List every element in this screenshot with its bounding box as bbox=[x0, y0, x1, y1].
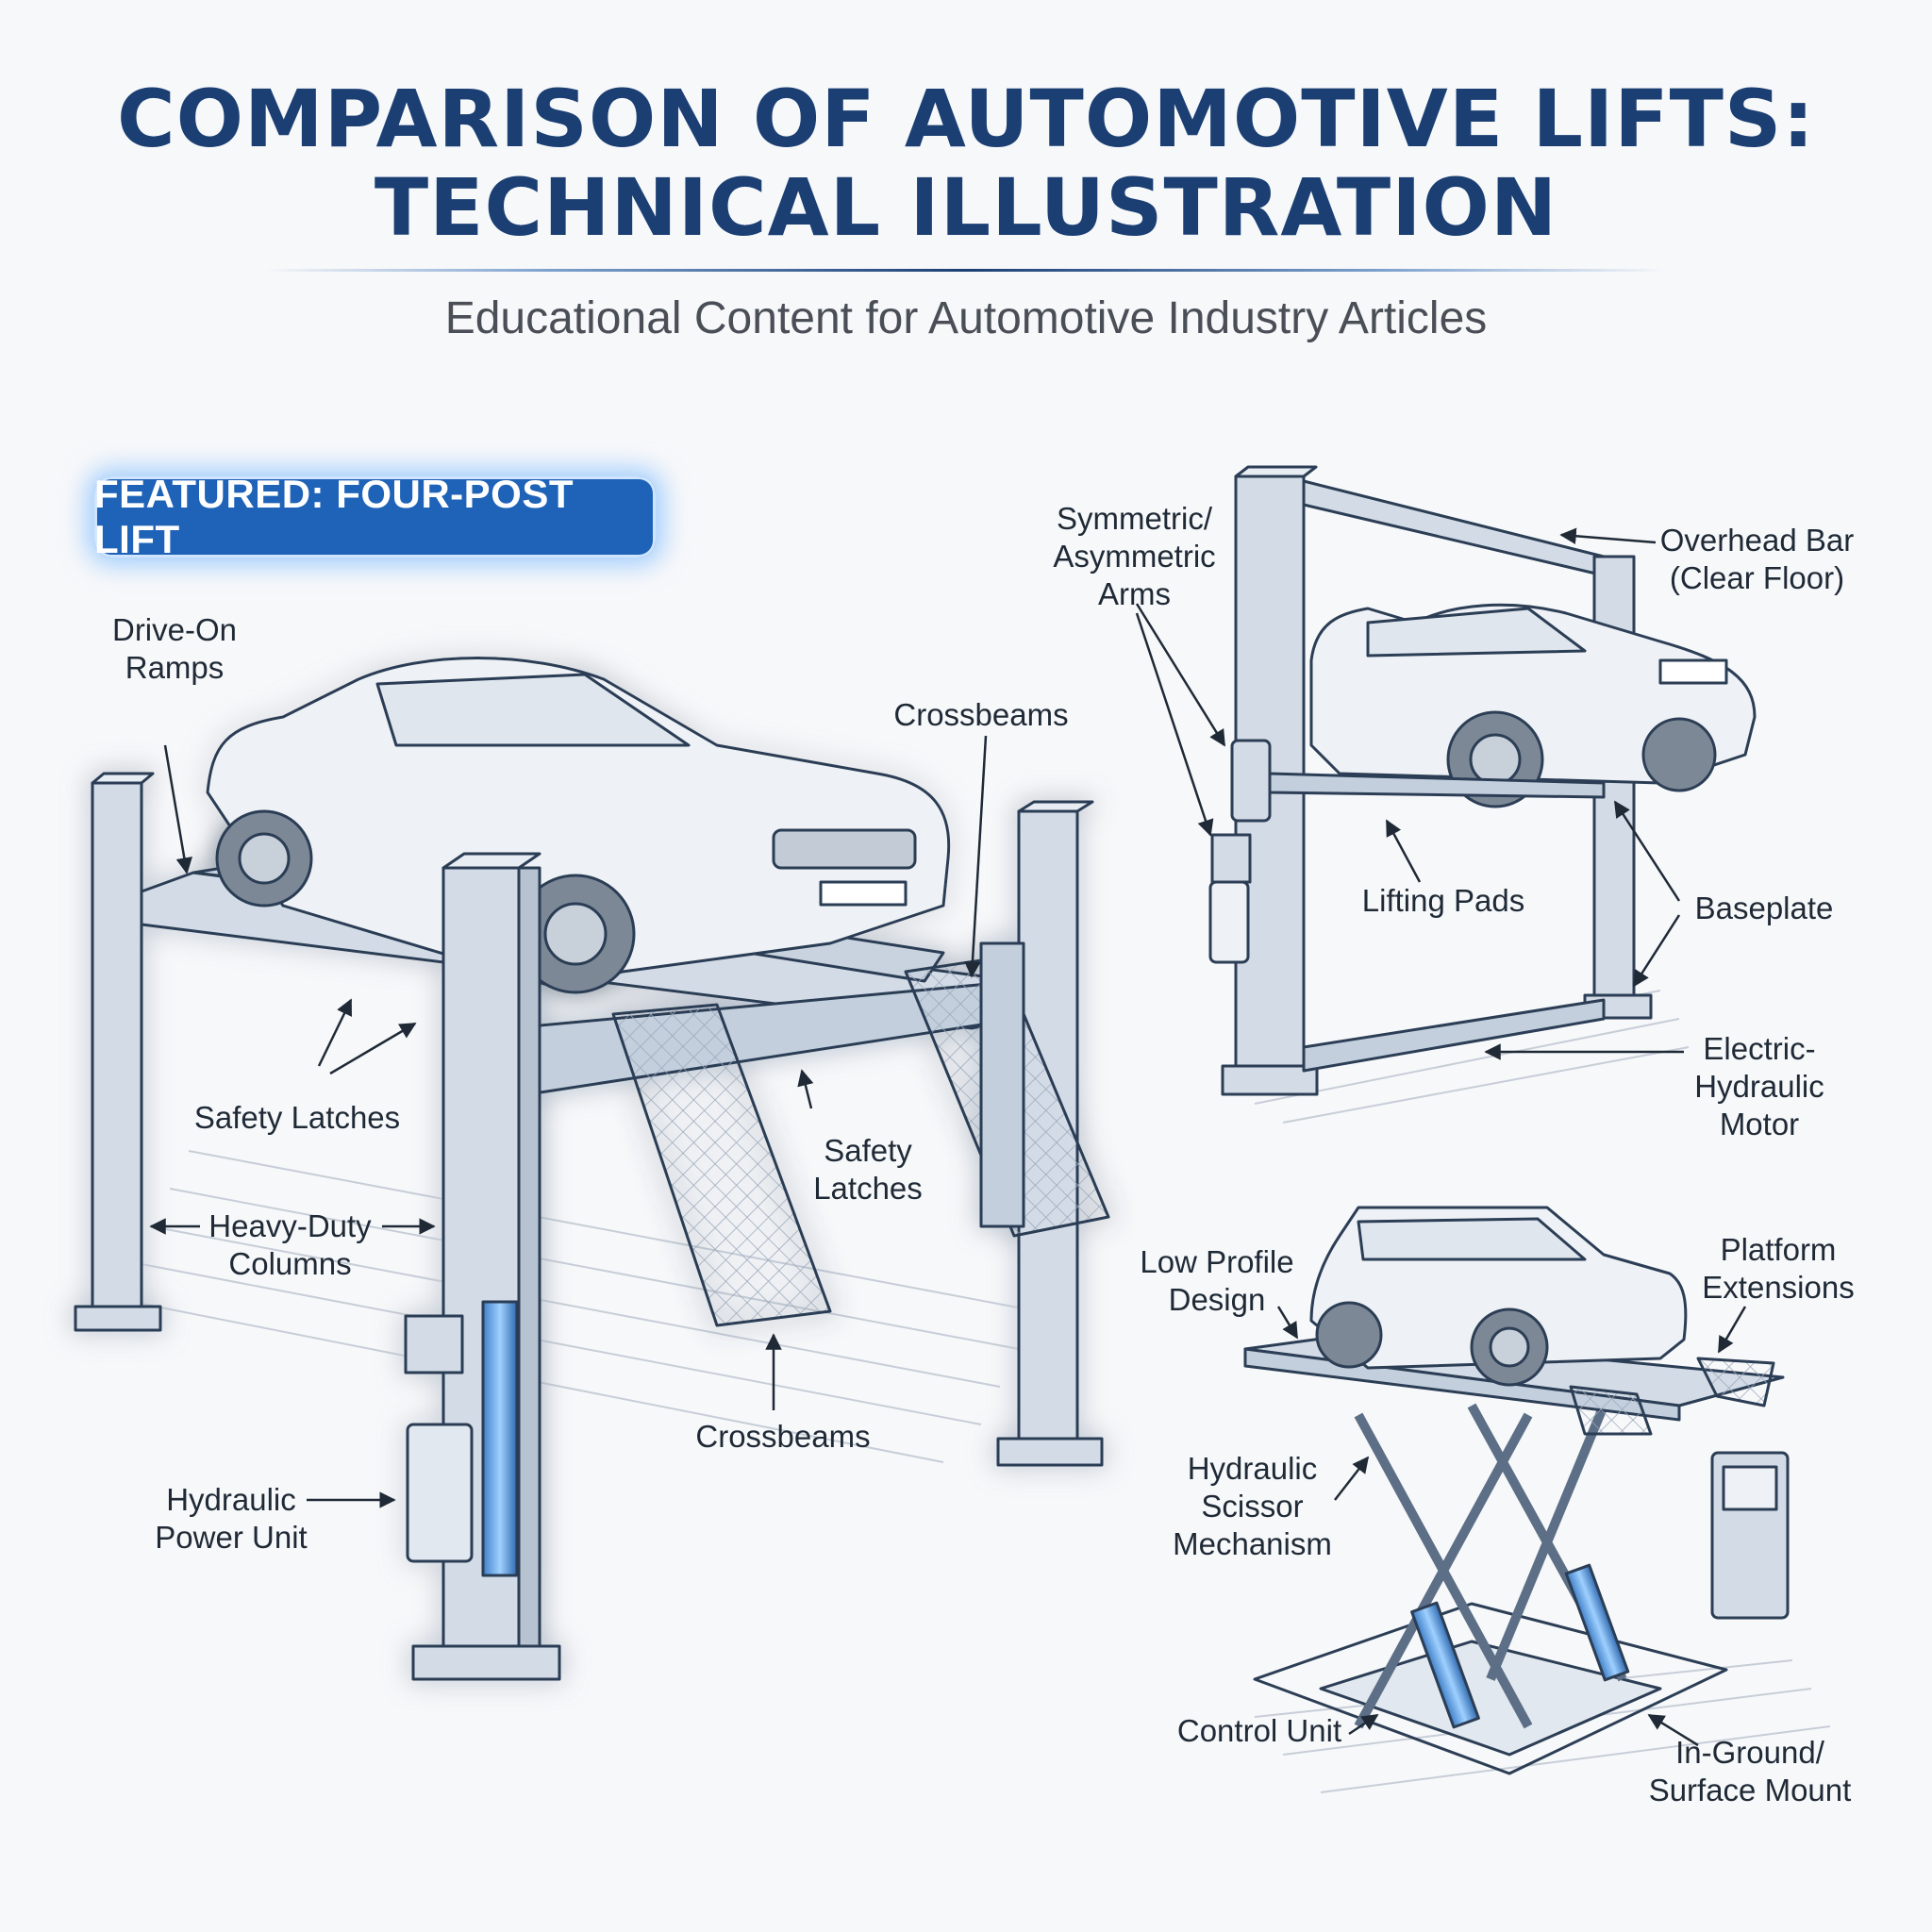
label-control-unit: Control Unit bbox=[1176, 1713, 1342, 1748]
hydraulic-cylinder bbox=[481, 1300, 519, 1577]
label-safety-latches-left: Safety Latches bbox=[193, 1100, 401, 1135]
scissor-cylinder-left bbox=[1410, 1601, 1480, 1729]
label-heavy-duty-columns: Heavy-Duty Columns bbox=[208, 1208, 372, 1281]
scissor-arms bbox=[1354, 1403, 1627, 1729]
baseplate-back-right bbox=[996, 1437, 1104, 1467]
overhead-bar bbox=[1302, 479, 1606, 577]
arm-carriage bbox=[1230, 739, 1272, 823]
label-lifting-pads: Lifting Pads bbox=[1361, 883, 1525, 918]
power-unit-motor bbox=[404, 1314, 464, 1374]
car-four-post bbox=[206, 657, 951, 994]
label-overhead-bar: Overhead Bar (Clear Floor) bbox=[1659, 523, 1855, 595]
page-title-line-1: COMPARISON OF AUTOMOTIVE LIFTS: bbox=[116, 73, 1815, 165]
scissor-lift bbox=[1243, 1206, 1831, 1793]
power-unit-tank bbox=[406, 1423, 474, 1563]
label-low-profile-design: Low Profile Design bbox=[1140, 1244, 1294, 1317]
title-divider bbox=[264, 269, 1668, 272]
label-platform-extensions: Platform Extensions bbox=[1702, 1232, 1855, 1305]
four-post-glow bbox=[74, 657, 1110, 1681]
platform-extension-left bbox=[1569, 1385, 1653, 1436]
floor-hatch bbox=[131, 1150, 1039, 1463]
label-baseplate: Baseplate bbox=[1694, 891, 1834, 925]
baseplate-front-left bbox=[411, 1644, 561, 1681]
label-hydraulic-power-unit: Hydraulic Power Unit bbox=[155, 1482, 308, 1555]
hydraulic-reservoir bbox=[1208, 880, 1250, 964]
two-post-floor-plate bbox=[1302, 998, 1606, 1073]
page-subtitle: Educational Content for Automotive Indus… bbox=[444, 293, 1488, 343]
scissor-cylinder-right bbox=[1564, 1563, 1630, 1682]
callout-arrows bbox=[149, 527, 1747, 1747]
two-post-lift bbox=[1208, 465, 1757, 1124]
four-post-lift bbox=[74, 657, 1110, 1681]
page-title-line-2: TECHNICAL ILLUSTRATION bbox=[374, 161, 1558, 254]
label-in-ground-surface-mount: In-Ground/ Surface Mount bbox=[1648, 1735, 1852, 1807]
ramp-left bbox=[611, 1003, 832, 1327]
label-crossbeams-bottom: Crossbeams bbox=[695, 1419, 871, 1454]
scissor-base-frame bbox=[1253, 1602, 1728, 1775]
car-scissor bbox=[1309, 1206, 1688, 1387]
label-drive-on-ramps: Drive-On Ramps bbox=[111, 612, 238, 685]
lifting-arm bbox=[1268, 772, 1606, 799]
label-safety-latches-right: Safety Latches bbox=[813, 1133, 923, 1206]
column-back-left bbox=[91, 781, 143, 1313]
featured-badge: FEATURED: FOUR-POST LIFT bbox=[94, 472, 656, 561]
label-hydraulic-scissor-mechanism: Hydraulic Scissor Mechanism bbox=[1173, 1451, 1332, 1561]
baseplate-back-left bbox=[74, 1305, 162, 1332]
label-symmetric-asymmetric-arms: Symmetric/ Asymmetric Arms bbox=[1053, 501, 1216, 611]
two-post-baseplate-left bbox=[1221, 1064, 1319, 1096]
label-electric-hydraulic-motor: Electric- Hydraulic Motor bbox=[1694, 1031, 1824, 1141]
label-crossbeams-top: Crossbeams bbox=[893, 697, 1069, 732]
platform-extension-right bbox=[1696, 1357, 1775, 1407]
electric-motor bbox=[1210, 833, 1252, 884]
